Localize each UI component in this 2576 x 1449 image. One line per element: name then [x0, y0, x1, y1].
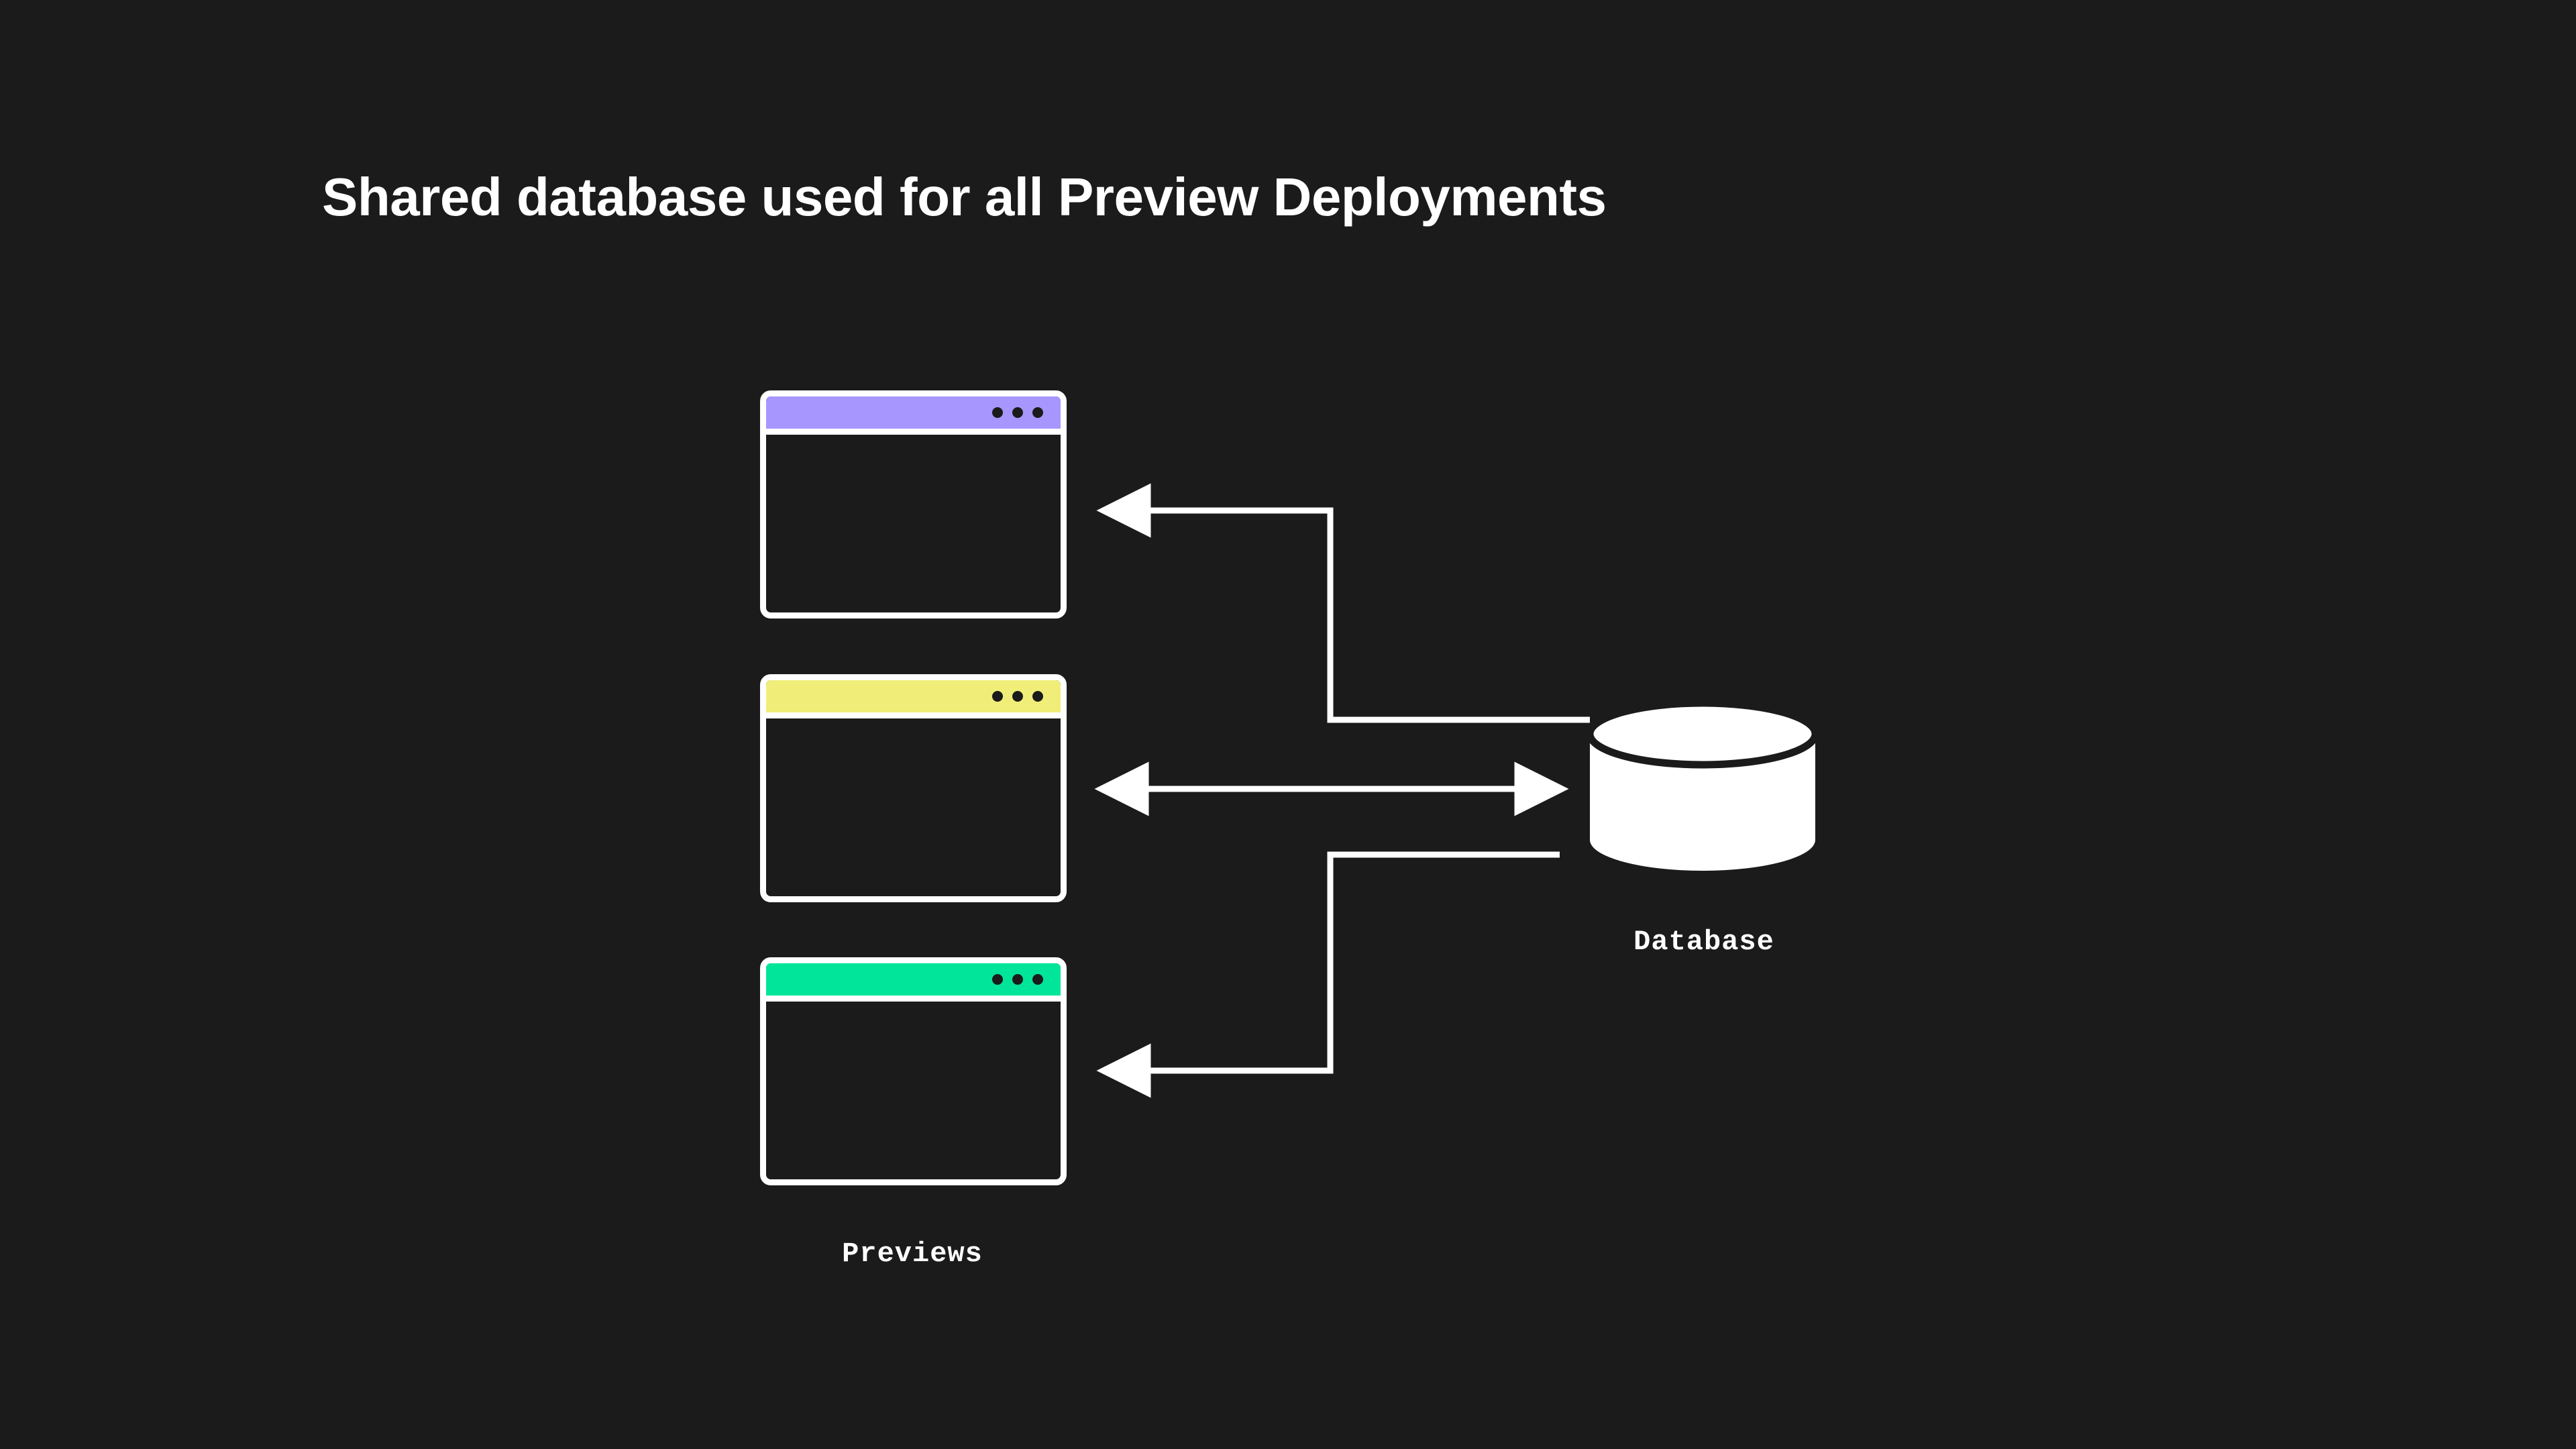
window-titlebar-purple	[766, 396, 1061, 435]
window-titlebar-green	[766, 963, 1061, 1002]
window-body	[766, 1002, 1061, 1153]
window-dot-icon	[992, 407, 1003, 418]
database-cylinder-icon	[1589, 702, 1817, 871]
window-dot-icon	[1012, 407, 1023, 418]
window-dot-icon	[992, 974, 1003, 985]
window-body	[766, 435, 1061, 586]
preview-window-1	[760, 390, 1067, 619]
window-dot-icon	[1032, 691, 1043, 702]
preview-window-3	[760, 957, 1067, 1185]
window-dot-icon	[1012, 691, 1023, 702]
window-control-dots	[992, 974, 1043, 985]
previews-label: Previews	[842, 1238, 983, 1270]
connection-db-to-window-3	[1096, 851, 1560, 1098]
page-title: Shared database used for all Preview Dep…	[322, 167, 1607, 227]
window-control-dots	[992, 407, 1043, 418]
window-dot-icon	[992, 691, 1003, 702]
database-node	[1589, 702, 1817, 873]
window-dot-icon	[1032, 407, 1043, 418]
window-control-dots	[992, 691, 1043, 702]
preview-window-2	[760, 674, 1067, 902]
window-dot-icon	[1032, 974, 1043, 985]
connection-db-to-window-1	[1096, 483, 1590, 723]
window-titlebar-yellow	[766, 680, 1061, 718]
window-dot-icon	[1012, 974, 1023, 985]
window-body	[766, 718, 1061, 870]
database-label: Database	[1633, 926, 1774, 958]
